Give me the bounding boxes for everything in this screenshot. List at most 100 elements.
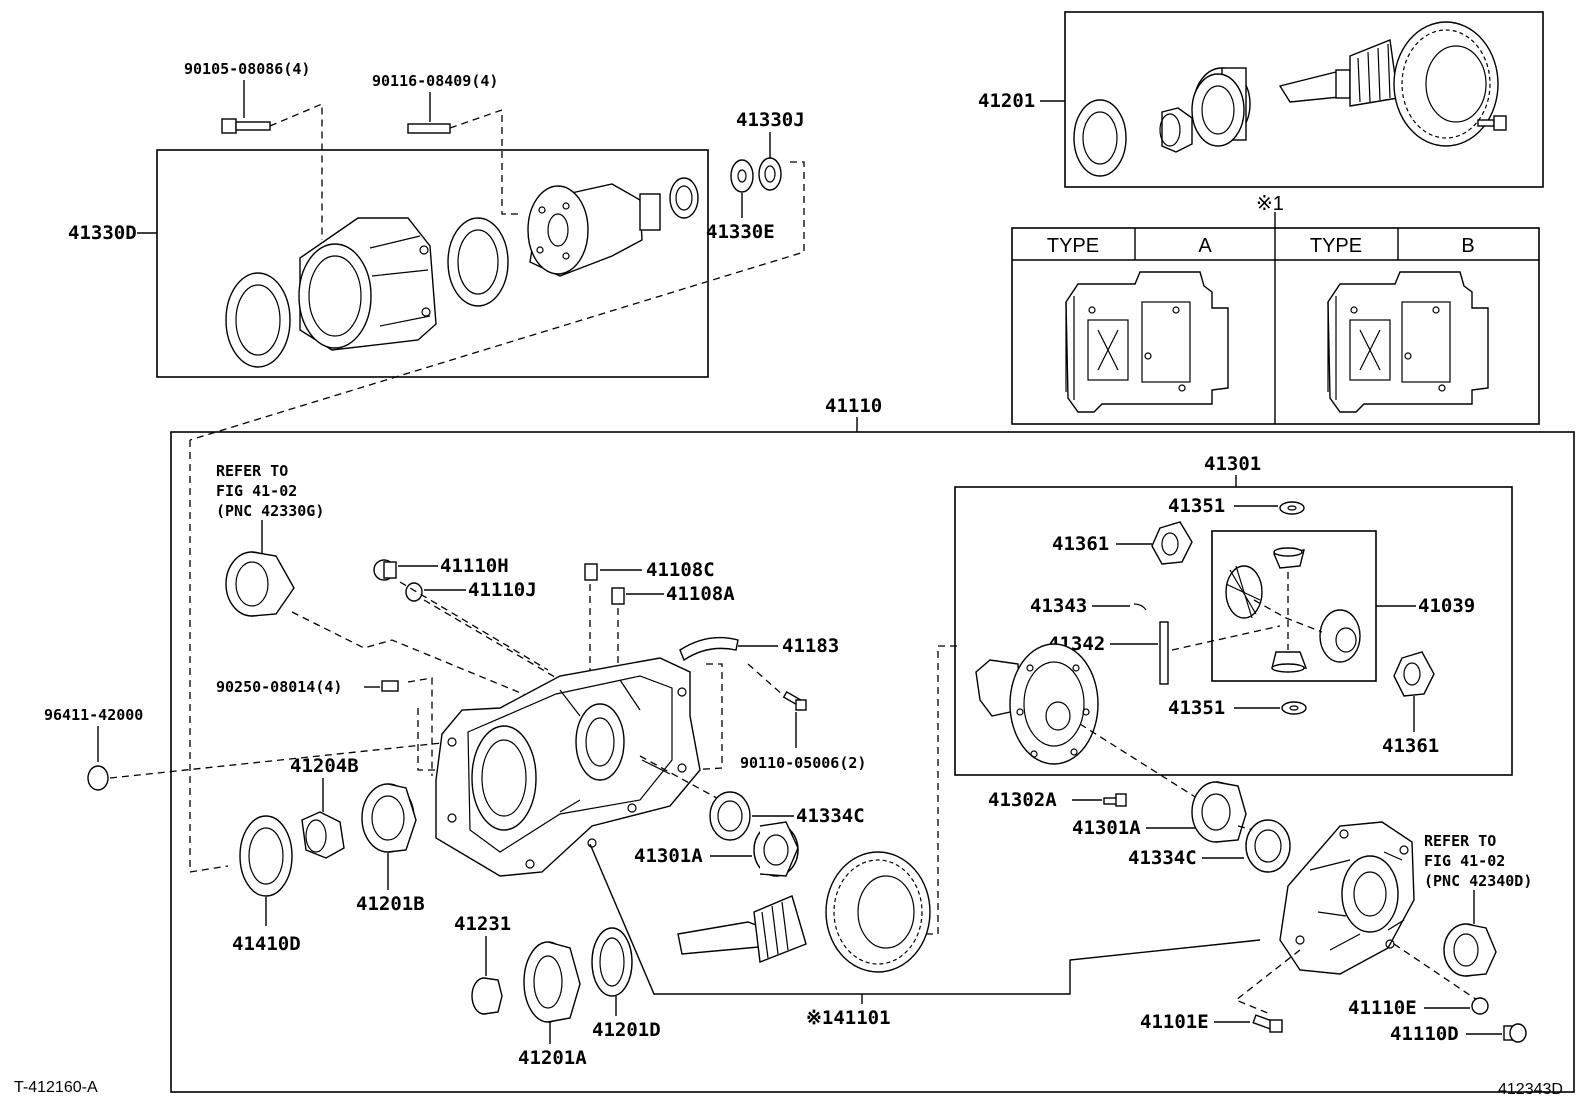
kit-ring-gear (1393, 21, 1499, 147)
label-41231: 41231 (454, 913, 511, 935)
differential-case-frame (954, 486, 1513, 776)
label-41351-top: 41351 (1168, 495, 1225, 517)
label-41108C: 41108C (646, 559, 715, 581)
gasket-41110E (1471, 997, 1489, 1015)
type-header-1: TYPE (1047, 235, 1099, 257)
label-41302A: 41302A (988, 789, 1057, 811)
pinion-gear-bottom (1271, 651, 1308, 673)
label-41110J: 41110J (468, 579, 537, 601)
refer-text-2c: (PNC 42340D) (1424, 872, 1532, 890)
oil-seal-41334C-left (709, 791, 751, 841)
note-mark-1: ※1 (1256, 193, 1284, 215)
differential-carrier-housing (435, 657, 701, 877)
oil-seal-42330G (225, 551, 295, 617)
label-41101: ※141101 (806, 1007, 891, 1029)
refer-text-1a: REFER TO (216, 462, 288, 480)
type-header-2: TYPE (1310, 235, 1362, 257)
breather-hose-41108A (611, 587, 625, 605)
refer-text-2b: FIG 41-02 (1424, 852, 1505, 870)
label-41101E: 41101E (1140, 1011, 1209, 1033)
washer-41351-bottom (1281, 701, 1307, 715)
label-41361-top: 41361 (1052, 533, 1109, 555)
label-41301: 41301 (1204, 453, 1261, 475)
bracket-41183 (679, 636, 739, 662)
label-41361-bottom: 41361 (1382, 735, 1439, 757)
label-41183: 41183 (782, 635, 839, 657)
type-a-housing-icon (1065, 271, 1229, 413)
carrier-cover (1279, 821, 1415, 975)
drive-pinion (677, 895, 807, 963)
label-41201B: 41201B (356, 893, 425, 915)
label-90116: 90116-08409(4) (372, 72, 498, 90)
bolt-90105 (221, 118, 271, 134)
carrier-assembly-frame (170, 431, 1575, 1093)
washer-41330J (758, 157, 782, 191)
type-header-b: B (1461, 235, 1474, 257)
seal-41410D (239, 815, 293, 897)
label-41330E: 41330E (706, 221, 775, 243)
plug-41110D (1503, 1023, 1527, 1043)
gear-kit-frame (1064, 11, 1544, 188)
label-90250: 90250-08014(4) (216, 678, 342, 696)
label-41330D: 41330D (68, 222, 137, 244)
bolt-41101E (1252, 1014, 1283, 1033)
bearing-41201B (361, 783, 417, 853)
bearing-41301A-right (1191, 781, 1247, 843)
extension-seal-ring (447, 217, 509, 307)
label-41343: 41343 (1030, 595, 1087, 617)
label-90110: 90110-05006(2) (740, 754, 866, 772)
pin-90250 (381, 680, 399, 692)
oil-seal-42340D (1443, 923, 1497, 977)
extension-housing-frame (156, 149, 709, 378)
pinion-gear-top (1272, 547, 1305, 569)
ring-gear (825, 851, 931, 973)
type-header-a: A (1198, 235, 1212, 257)
label-90105: 90105-08086(4) (184, 60, 310, 78)
nut-41204B (301, 811, 345, 859)
bolt-90110 (782, 690, 807, 711)
differential-case (975, 643, 1099, 765)
extension-seal-41330 (225, 272, 291, 368)
stud-90116 (407, 123, 451, 134)
race-41201D (591, 927, 633, 997)
label-41110D: 41110D (1390, 1023, 1459, 1045)
type-b-housing-icon (1327, 271, 1489, 413)
kit-ring-bolt (1477, 115, 1507, 131)
label-41204B: 41204B (290, 755, 359, 777)
kit-nut (1159, 107, 1193, 153)
side-gear-upper (1225, 565, 1263, 619)
washer-41330E (730, 159, 754, 193)
spacer-41231 (471, 977, 503, 1015)
label-41330J: 41330J (736, 109, 805, 131)
diagram-code-left: T-412160-A (14, 1079, 98, 1096)
label-41201A: 41201A (518, 1047, 587, 1069)
label-41110: 41110 (825, 395, 882, 417)
refer-text-1c: (PNC 42330G) (216, 502, 324, 520)
refer-text-1b: FIG 41-02 (216, 482, 297, 500)
label-41301A-left: 41301A (634, 845, 703, 867)
label-41110E: 41110E (1348, 997, 1417, 1019)
oil-seal-41334C-right (1245, 819, 1291, 873)
label-41110H: 41110H (440, 555, 509, 577)
kit-drive-pinion (1278, 39, 1399, 107)
label-41334C-left: 41334C (796, 805, 865, 827)
label-41334C-right: 41334C (1128, 847, 1197, 869)
label-96411: 96411-42000 (44, 706, 143, 724)
shaft-41342 (1159, 621, 1169, 685)
pin-41343 (1133, 603, 1147, 611)
extension-housing (298, 217, 437, 351)
side-gear-lower (1319, 609, 1361, 663)
bolt-41302A (1103, 793, 1127, 807)
refer-text-2a: REFER TO (1424, 832, 1496, 850)
bearing-41201A (523, 941, 581, 1023)
label-41201: 41201 (978, 90, 1035, 112)
washer-41351-top (1279, 501, 1305, 515)
gasket-41110J (405, 582, 423, 602)
breather-41108C (584, 563, 598, 581)
label-41201D: 41201D (592, 1019, 661, 1041)
kit-oil-seal (1073, 99, 1127, 177)
label-41301A-right: 41301A (1072, 817, 1141, 839)
label-41410D: 41410D (232, 933, 301, 955)
extension-bearing (669, 177, 699, 219)
